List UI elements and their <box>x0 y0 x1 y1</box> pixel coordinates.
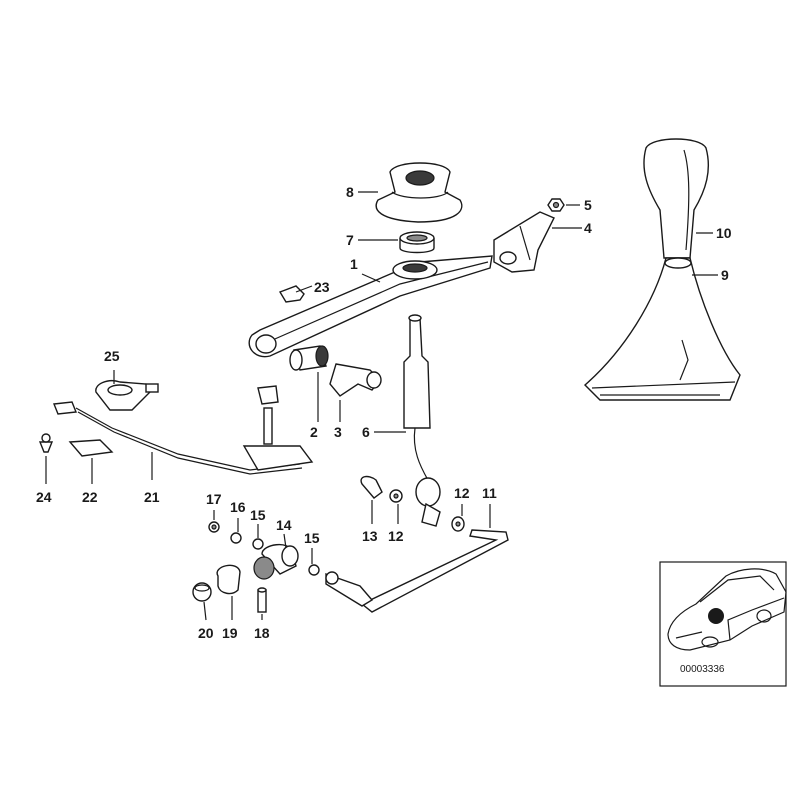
washer-16-part <box>230 532 242 544</box>
cap-20-part <box>192 582 212 602</box>
callout-9: 9 <box>721 267 729 283</box>
gear-knob-part <box>643 138 709 259</box>
washer-17-part <box>208 521 220 533</box>
leader-lines <box>45 191 718 621</box>
bracket-clip-part <box>329 363 382 397</box>
washer-12a-part <box>389 489 403 503</box>
bracket-part <box>493 211 555 273</box>
reference-number: 00003336 <box>680 664 725 675</box>
location-marker <box>708 608 724 624</box>
callout-15a: 15 <box>250 507 266 523</box>
clip-13-part <box>360 475 383 499</box>
callout-23: 23 <box>314 279 330 295</box>
shift-boot-part <box>583 257 741 401</box>
callout-19: 19 <box>222 625 238 641</box>
selector-rod-part <box>403 314 441 527</box>
shift-lever-arm-part <box>248 255 493 358</box>
callout-labels: 1 2 3 4 5 6 7 8 9 10 11 12 12 13 14 15 1… <box>36 184 732 641</box>
switch-plate-part <box>242 385 314 471</box>
callout-18: 18 <box>254 625 270 641</box>
callout-14: 14 <box>276 517 292 533</box>
callout-5: 5 <box>584 197 592 213</box>
callout-4: 4 <box>584 220 592 236</box>
callout-1: 1 <box>350 256 358 272</box>
callout-10: 10 <box>716 225 732 241</box>
callout-22: 22 <box>82 489 98 505</box>
callout-8: 8 <box>346 184 354 200</box>
nut-part <box>547 198 565 212</box>
callout-15b: 15 <box>304 530 320 546</box>
switch-part <box>95 380 159 411</box>
callout-7: 7 <box>346 232 354 248</box>
push-clip-part <box>38 433 54 453</box>
callout-24: 24 <box>36 489 52 505</box>
callout-16: 16 <box>230 499 246 515</box>
bushing-ring-part <box>399 231 435 254</box>
pivot-joint-14-part <box>261 544 299 575</box>
callout-11: 11 <box>482 485 497 501</box>
clip-part <box>278 285 305 303</box>
rubber-seal-part <box>375 162 463 223</box>
callout-20: 20 <box>198 625 214 641</box>
washer-15b-part <box>308 564 320 576</box>
callout-6: 6 <box>362 424 370 440</box>
callout-12a: 12 <box>454 485 470 501</box>
car-icon <box>667 568 787 651</box>
pin-18-part <box>257 587 267 613</box>
callout-17: 17 <box>206 491 222 507</box>
washer-15a-part <box>252 538 264 550</box>
location-inset: 00003336 <box>659 561 787 687</box>
linkage-rod-part <box>325 529 509 613</box>
callout-13: 13 <box>362 528 378 544</box>
callout-2: 2 <box>310 424 318 440</box>
callout-12b: 12 <box>388 528 404 544</box>
callout-3: 3 <box>334 424 342 440</box>
joint-19-part <box>216 556 275 595</box>
washer-12b-part <box>451 516 465 532</box>
callout-25: 25 <box>104 348 120 364</box>
holder-part <box>68 439 114 457</box>
bushing-part <box>289 345 329 371</box>
callout-21: 21 <box>144 489 160 505</box>
